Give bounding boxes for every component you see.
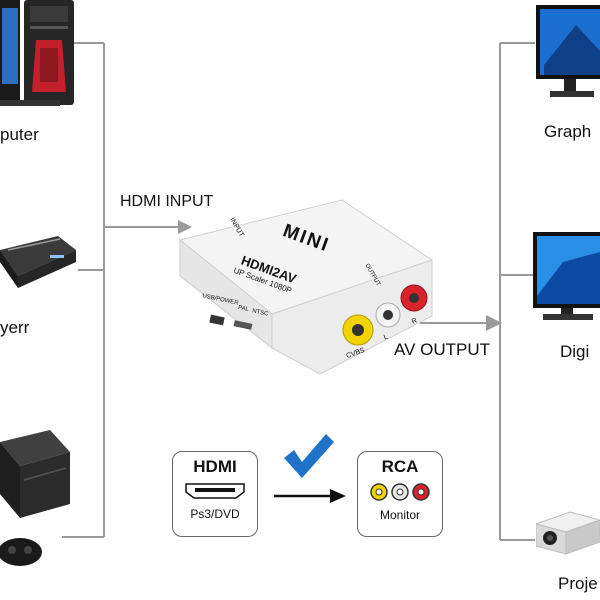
rca-jack-yellow xyxy=(342,314,374,346)
right-device-label-monitor: Graph xyxy=(544,122,592,141)
left-device-label-dvd: yerr xyxy=(0,318,30,337)
hdmi-input-label: HDMI INPUT xyxy=(120,193,214,210)
rca-jack-white xyxy=(375,302,401,328)
computer-tower-icon xyxy=(0,0,74,106)
rca-jack-red xyxy=(400,284,428,312)
hdmi-connector-icon xyxy=(185,483,245,499)
right-device-label-projector: Proje xyxy=(558,574,598,593)
right-device-label-tv: Digi xyxy=(560,342,590,361)
hdmi-box-title: HDMI xyxy=(193,457,237,476)
rca-box-caption: Monitor xyxy=(379,508,420,522)
pal-ntsc-switch xyxy=(233,320,253,330)
rca-monitor-box: RCA Monitor xyxy=(357,451,443,537)
game-console-icon xyxy=(0,430,70,566)
tv-icon xyxy=(533,232,600,320)
left-device-label-computer: puter xyxy=(0,125,39,144)
conversion-arrow xyxy=(274,489,346,503)
rca-box-title: RCA xyxy=(381,457,419,476)
av-output-label: AV OUTPUT xyxy=(394,340,491,359)
output-arrow-head xyxy=(486,315,502,331)
usb-port xyxy=(209,314,225,326)
monitor-icon xyxy=(536,5,600,97)
input-arrow-head xyxy=(178,220,192,234)
projector-icon xyxy=(536,511,600,555)
checkmark-icon xyxy=(284,434,334,478)
hdmi2av-converter xyxy=(178,199,434,375)
hdmi-box-caption: Ps3/DVD xyxy=(190,507,240,521)
hdmi-source-box: HDMI Ps3/DVD xyxy=(172,451,258,537)
dvd-player-icon xyxy=(0,236,76,288)
rca-plugs-icon xyxy=(370,483,430,501)
